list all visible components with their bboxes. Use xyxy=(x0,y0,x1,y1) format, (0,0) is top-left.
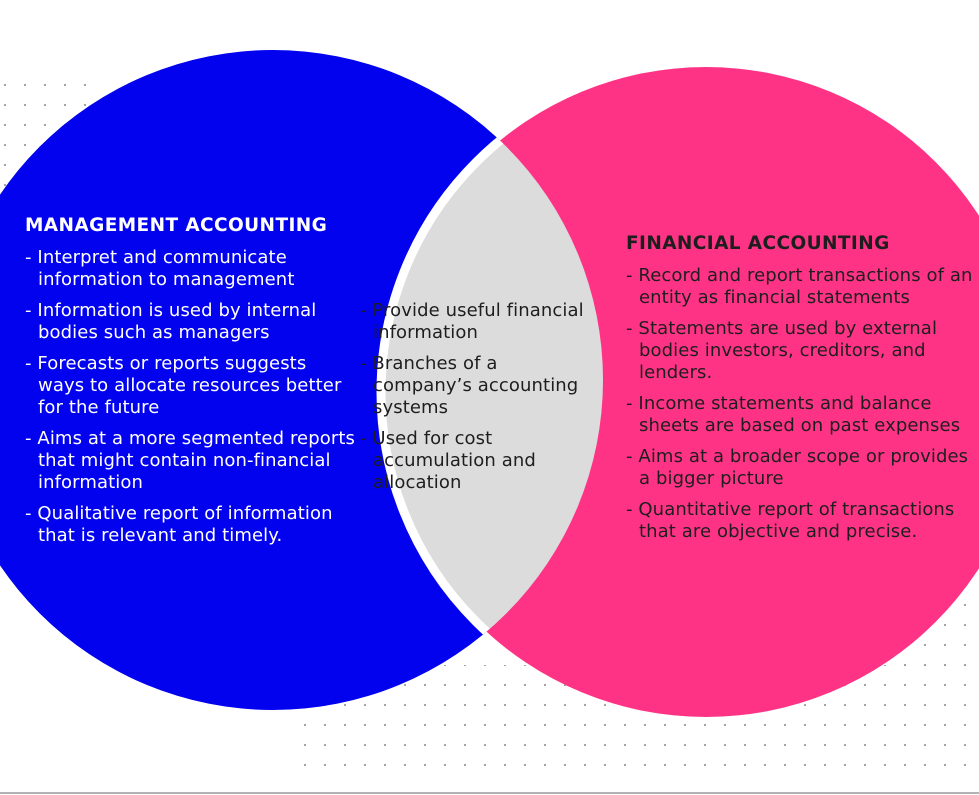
shared-text-block: - Provide useful financial information -… xyxy=(360,300,600,503)
list-item: - Information is used by internal bodies… xyxy=(25,300,317,343)
list-item: - Income statements and balance sheets a… xyxy=(626,393,961,436)
financial-title: FINANCIAL ACCOUNTING xyxy=(626,233,890,254)
management-text-block: MANAGEMENT ACCOUNTING - Interpret and co… xyxy=(25,215,355,556)
list-item: - Aims at a broader scope or provides a … xyxy=(626,446,969,489)
list-item: - Forecasts or reports suggests ways to … xyxy=(25,353,342,418)
overlap-region xyxy=(376,62,603,710)
list-item: - Qualitative report of information that… xyxy=(25,503,333,546)
list-item: - Interpret and communicate information … xyxy=(25,247,295,290)
list-item: - Provide useful financial information xyxy=(360,300,584,343)
shared-list: - Provide useful financial information -… xyxy=(360,300,600,494)
management-list: - Interpret and communicate information … xyxy=(25,247,355,547)
list-item: - Record and report transactions of an e… xyxy=(626,265,973,308)
list-item: - Branches of a company’s accounting sys… xyxy=(360,353,579,418)
financial-list: - Record and report transactions of an e… xyxy=(626,265,976,543)
list-item: - Quantitative report of transactions th… xyxy=(626,499,955,542)
list-item: - Aims at a more segmented reports that … xyxy=(25,428,356,493)
management-title: MANAGEMENT ACCOUNTING xyxy=(25,215,328,236)
financial-text-block: FINANCIAL ACCOUNTING - Record and report… xyxy=(626,233,976,552)
list-item: - Statements are used by external bodies… xyxy=(626,318,938,383)
list-item: - Used for cost accumulation and allocat… xyxy=(360,428,536,493)
